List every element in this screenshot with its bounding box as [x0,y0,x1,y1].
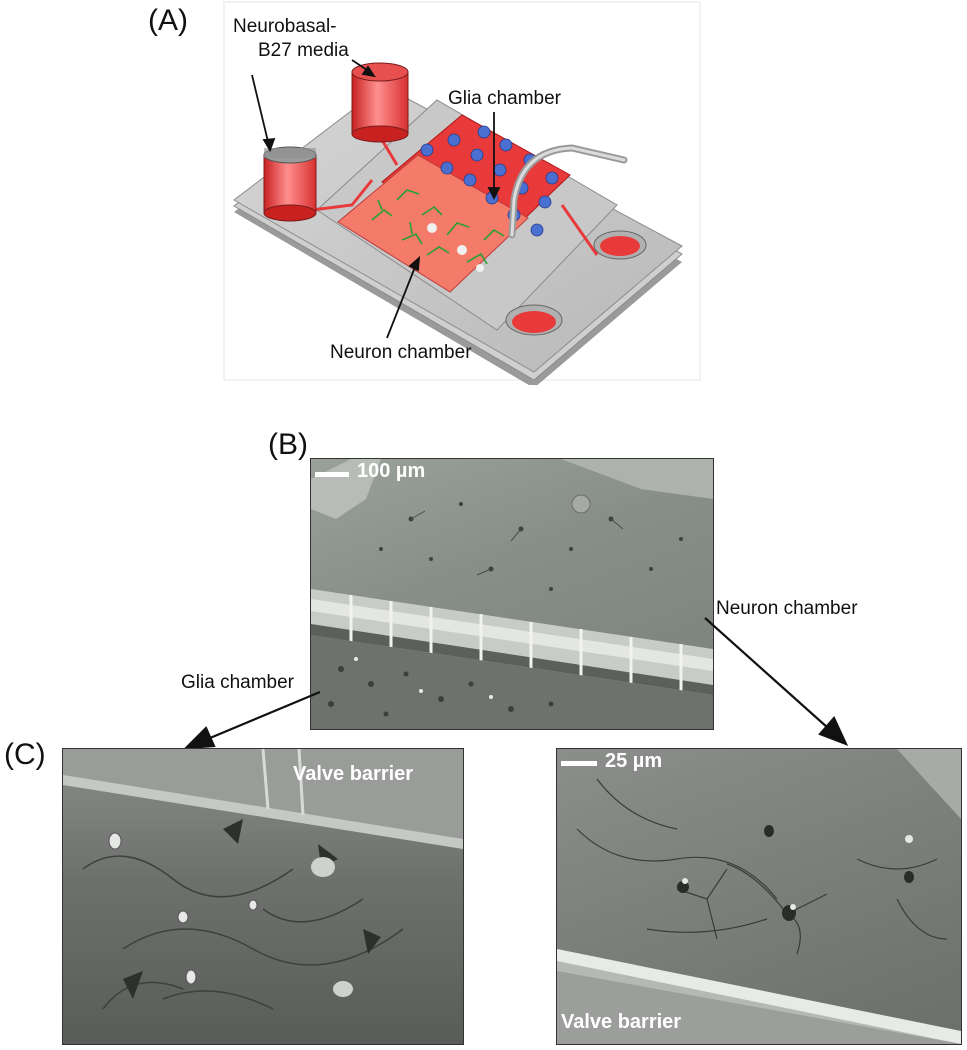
media-channel-top [380,139,399,166]
label-glia-chamber-b: Glia chamber [181,672,294,693]
label-neurobasal-line2: B27 media [258,40,349,61]
label-neuron-chamber-a: Neuron chamber [330,342,472,363]
media-channel-right [560,204,599,256]
connector-arrows [183,617,849,750]
media-reservoir-top [351,62,409,143]
micrograph-c-left-texture [63,749,463,1010]
media-channel-left [311,179,374,212]
neuron-somata [427,223,484,272]
micrograph-b: 100 µm [310,458,714,730]
scale-bar-c [561,761,597,766]
label-glia-chamber-a: Glia chamber [448,88,561,109]
scale-bar-b [315,472,349,477]
valve-barrier-label-right: Valve barrier [561,1011,682,1033]
micrograph-b-texture [311,459,713,729]
panel-c-letter: (C) [4,738,46,771]
outlet-well-bottom [505,304,563,336]
callout-arrows [251,59,501,339]
micrograph-c-right: 25 µm Valve barrier [556,748,962,1045]
media-reservoir-left [263,146,317,222]
panel-b-letter: (B) [268,428,308,461]
scale-label-c: 25 µm [605,750,663,772]
scale-label-b: 100 µm [357,460,426,482]
label-neuron-chamber-b: Neuron chamber [716,598,858,619]
label-neurobasal-line1: Neurobasal- [233,16,337,37]
micrograph-c-left: Valve barrier [62,748,464,1045]
microfluidic-device-diagram [223,1,701,385]
outlet-well-right [593,230,647,260]
panel-a-letter: (A) [148,4,188,37]
neuron-cells [371,189,505,265]
micrograph-c-right-texture [557,749,961,1044]
valve-barrier-label-left: Valve barrier [293,763,414,785]
